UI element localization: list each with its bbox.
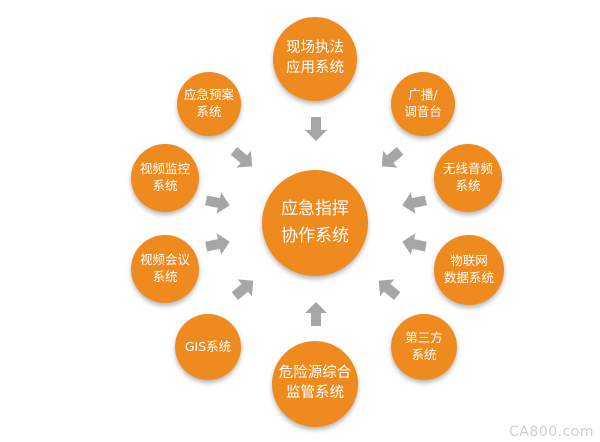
node-video-surveillance: 视频监控 系统 bbox=[131, 144, 199, 212]
center-node-label: 应急指挥 协作系统 bbox=[281, 198, 349, 246]
node-iot-data-label: 物联网 数据系统 bbox=[443, 253, 494, 285]
arrow-from-lower-left bbox=[227, 272, 261, 305]
node-hazard-supervision-label: 危险源综合 监管系统 bbox=[278, 365, 352, 401]
node-hazard-supervision: 危险源综合 监管系统 bbox=[272, 341, 358, 427]
node-video-surveillance-label: 视频监控 系统 bbox=[139, 161, 190, 193]
node-video-conference: 视频会议 系统 bbox=[131, 235, 199, 303]
arrow-from-upper-right bbox=[374, 142, 408, 175]
arrow-from-top bbox=[305, 117, 327, 141]
arrow-from-upper-left bbox=[226, 142, 260, 175]
node-field-enforcement: 现场执法 应用系统 bbox=[273, 17, 357, 101]
node-third-party: 第三方 系统 bbox=[391, 314, 457, 380]
arrow-from-lower-right bbox=[371, 272, 405, 305]
node-wireless-audio-label: 无线音频 系统 bbox=[442, 161, 493, 193]
arrow-from-bottom bbox=[305, 302, 327, 326]
node-field-enforcement-label: 现场执法 应用系统 bbox=[286, 40, 344, 76]
arrow-from-right-1 bbox=[400, 189, 429, 217]
node-wireless-audio: 无线音频 系统 bbox=[434, 144, 502, 212]
node-third-party-label: 第三方 系统 bbox=[405, 330, 443, 362]
node-iot-data: 物联网 数据系统 bbox=[434, 235, 504, 305]
center-node-emergency-command: 应急指挥 协作系统 bbox=[262, 170, 368, 276]
node-broadcast-console-label: 广播/ 调音台 bbox=[404, 87, 442, 119]
arrow-from-right-2 bbox=[400, 230, 429, 258]
arrow-from-left-2 bbox=[203, 230, 232, 258]
node-broadcast-console: 广播/ 调音台 bbox=[391, 72, 455, 136]
node-gis-system: GIS系统 bbox=[175, 314, 241, 380]
node-emergency-plan: 应急预案 系统 bbox=[177, 72, 241, 136]
watermark: CA800.com bbox=[509, 424, 594, 440]
node-video-conference-label: 视频会议 系统 bbox=[139, 252, 190, 284]
node-emergency-plan-label: 应急预案 系统 bbox=[183, 87, 234, 119]
arrow-from-left-1 bbox=[203, 189, 232, 217]
node-gis-system-label: GIS系统 bbox=[184, 338, 232, 354]
